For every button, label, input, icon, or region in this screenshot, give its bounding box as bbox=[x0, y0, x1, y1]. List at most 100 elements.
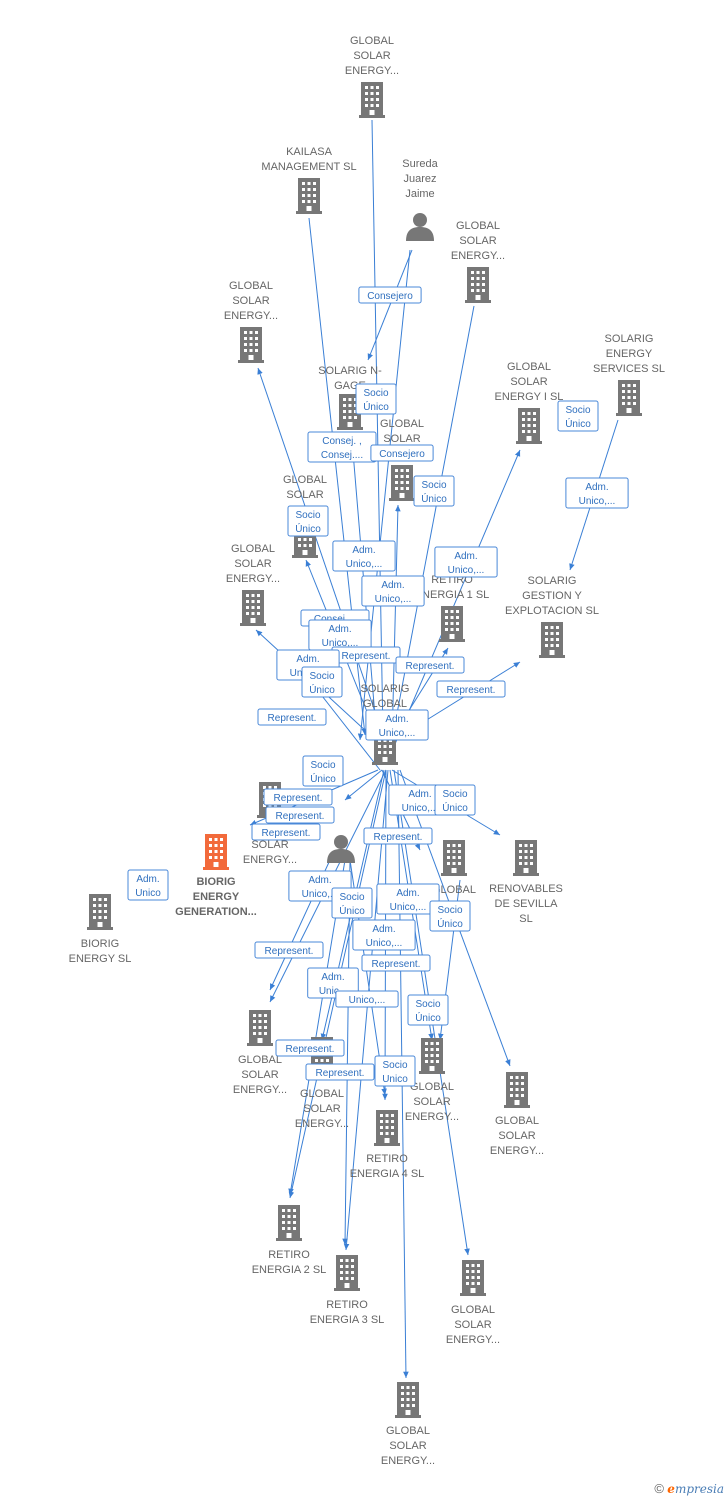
edge-label-box bbox=[254, 941, 324, 959]
edge-label-text: Adm. bbox=[296, 654, 319, 665]
edge-label[interactable]: Represent. bbox=[275, 1039, 345, 1057]
edge-label[interactable]: Adm.Unico bbox=[127, 869, 169, 901]
edge-label[interactable]: Adm. Unico,... bbox=[332, 540, 396, 572]
company-node[interactable]: GLOBALSOLARENERGY... bbox=[295, 1037, 349, 1130]
node-label: ENERGIA 1 SL bbox=[415, 589, 490, 601]
edge-label[interactable]: Adm.Unico,... bbox=[565, 477, 629, 509]
edge-label[interactable]: Represent. bbox=[254, 941, 324, 959]
edge-label-box bbox=[436, 680, 506, 698]
company-node[interactable]: GLOBALSOLARENERGY... bbox=[405, 1038, 459, 1123]
edge-label-text: Único bbox=[442, 801, 468, 814]
edge-label[interactable]: Represent. bbox=[251, 823, 321, 841]
company-node[interactable]: BIORIGENERGYGENERATION... bbox=[175, 834, 257, 918]
empresia-brand[interactable]: © empresia bbox=[654, 1481, 724, 1496]
edge-label-text: Adm. bbox=[352, 545, 375, 556]
edge-label[interactable]: Represent. bbox=[305, 1063, 375, 1081]
node-label: GLOBAL bbox=[410, 1081, 454, 1093]
edge-label-text: Consej. , bbox=[322, 436, 361, 447]
company-node[interactable]: GLOBALSOLARENERGY... bbox=[381, 1382, 435, 1467]
node-label: SOLAR bbox=[498, 1130, 535, 1142]
edge-label[interactable]: Represent. bbox=[436, 680, 506, 698]
edge-label-box bbox=[363, 827, 433, 845]
building-icon bbox=[616, 380, 642, 416]
edge-label[interactable]: Represent. bbox=[331, 646, 401, 664]
company-node[interactable]: GLOBALSOLARENERGY... bbox=[451, 220, 505, 303]
edge-label[interactable]: Represent. bbox=[395, 656, 465, 674]
person-icon bbox=[406, 213, 434, 241]
node-label: ENERGY... bbox=[490, 1145, 544, 1157]
edge-label[interactable]: Represent. bbox=[257, 708, 327, 726]
edge-label-box bbox=[376, 883, 440, 915]
node-label: SOLAR bbox=[232, 295, 269, 307]
node-label: SOLARIG N- bbox=[318, 365, 382, 377]
company-node[interactable]: GLOBALSOLARENERGY... bbox=[490, 1072, 544, 1157]
edge-label[interactable]: Represent. bbox=[263, 788, 333, 806]
relation-edge bbox=[257, 367, 387, 745]
company-node[interactable]: SOLARIG N-GAGE bbox=[318, 365, 382, 430]
company-node[interactable]: GLOBALSOLARENERGY... bbox=[224, 280, 278, 363]
edge-label[interactable]: Consejero bbox=[358, 286, 422, 304]
edge-label-box bbox=[287, 505, 329, 537]
building-icon bbox=[513, 840, 539, 876]
node-label: SOLAR bbox=[413, 1096, 450, 1108]
company-node[interactable]: GLOBALSOLARENERGY... bbox=[233, 1010, 287, 1096]
node-label: ENERGY... bbox=[446, 1334, 500, 1346]
edge-label-box bbox=[370, 444, 434, 462]
node-label: BIORIG bbox=[81, 938, 120, 950]
company-node[interactable]: GLOBALSOLARENERGY... bbox=[345, 35, 399, 118]
edge-label-box bbox=[361, 954, 431, 972]
edge-label[interactable]: Consejero bbox=[370, 444, 434, 462]
edge-label[interactable]: Consej. ,Consej.... bbox=[307, 431, 377, 463]
building-icon bbox=[465, 267, 491, 303]
edge-label-text: Unico,... bbox=[346, 559, 383, 570]
node-label: ENERGY... bbox=[451, 250, 505, 262]
edge-label[interactable]: Represent. bbox=[363, 827, 433, 845]
edge-label[interactable]: Adm.Unico,... bbox=[365, 709, 429, 741]
node-label: SL bbox=[519, 913, 532, 925]
edge-label[interactable]: Adm.Unico,... bbox=[376, 883, 440, 915]
node-label: ENERGY... bbox=[243, 854, 297, 866]
edge-label[interactable]: Represent. bbox=[361, 954, 431, 972]
edge-label-text: Unic... bbox=[319, 986, 347, 997]
relation-edge bbox=[390, 305, 475, 741]
edge-label[interactable]: Adm.Unico,... bbox=[352, 919, 416, 951]
edge-label[interactable]: Adm.Unico,... bbox=[434, 546, 498, 578]
edge-label[interactable]: Adm.Unico,... bbox=[361, 575, 425, 607]
edge-label-box bbox=[374, 1055, 416, 1087]
edge-label[interactable]: Adm.Unico,... bbox=[308, 619, 372, 651]
edge-label[interactable]: Unico,... bbox=[335, 990, 399, 1008]
node-label: RETIRO bbox=[366, 1153, 408, 1165]
company-node[interactable]: GLOBALSOLARENERGY... bbox=[226, 543, 280, 626]
edge-label[interactable]: Represent. bbox=[265, 806, 335, 824]
node-label: GLOBAL bbox=[451, 1304, 495, 1316]
company-node[interactable]: GLOBALSOLARENERGY... bbox=[446, 1260, 500, 1346]
edge-label-text: Socio bbox=[382, 1060, 407, 1071]
edge-label-box bbox=[434, 546, 498, 578]
node-label: EXPLOTACION SL bbox=[505, 605, 599, 617]
building-icon bbox=[460, 1260, 486, 1296]
edge-label-box bbox=[565, 477, 629, 509]
